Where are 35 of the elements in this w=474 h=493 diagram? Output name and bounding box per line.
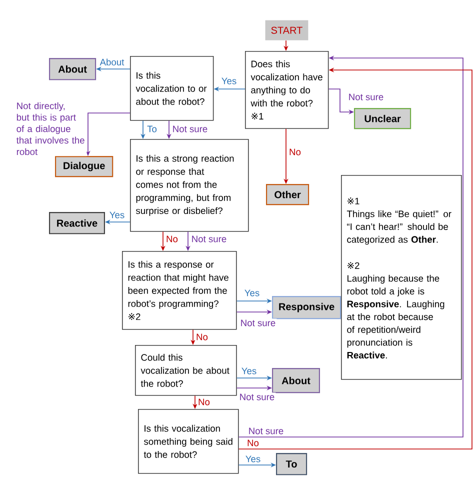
outcome-box: Responsive <box>272 296 342 320</box>
edge-label: Not sure <box>238 392 276 402</box>
edge-label: About <box>98 58 126 66</box>
edge-label: No <box>246 438 260 448</box>
edge-label: Not sure <box>347 92 385 102</box>
start-box: START <box>265 20 308 40</box>
outcome-box: Unclear <box>354 108 412 130</box>
edge-label: To <box>146 124 158 134</box>
edge-label: Yes <box>220 76 238 86</box>
outcome-box: Dialogue <box>55 156 114 178</box>
question-box: Is this a strong reaction or response that comes not from the programming, but from surprise or disbelief? <box>130 139 249 232</box>
outcome-box: About <box>49 58 96 80</box>
edge-label: Not sure <box>239 318 277 328</box>
edge-label: No <box>288 148 302 156</box>
edge-label: Yes <box>240 366 258 376</box>
edge-label: Not directly, but this is part of a dialogue that involves the robot <box>15 101 87 156</box>
outcome-box: To <box>276 453 308 476</box>
outcome-box: About <box>272 368 320 394</box>
note-box: ※1 Things like “Be quiet!” or “I can’t hear!” should be categorized as Other. ※2 Laughing because the robot told a joke is Responsive. Laughing at the robot because of repetition/weird pronunciation is Reactive. <box>341 175 462 380</box>
edge-label: Not sure <box>247 426 285 436</box>
question-box: Is this vocalization to or about the robot? <box>130 56 214 121</box>
question-box: Is this vocalization something being said to the robot? <box>138 409 239 474</box>
edge-label: No <box>194 332 210 342</box>
question-box: Is this a response or reaction that might have been expected from the robot’s programming? ※2 <box>122 251 237 330</box>
edge-label: No <box>164 234 180 244</box>
edge-label: Yes <box>244 454 262 464</box>
edge-label: Not sure <box>190 234 228 244</box>
question-box: Does this vocalization have anything to do with the robot? ※1 <box>245 51 329 129</box>
question-box: Could this vocalization be about the robot? <box>135 345 237 396</box>
outcome-box: Reactive <box>49 212 105 234</box>
edge-label: Yes <box>108 210 126 220</box>
edge-label: No <box>196 398 212 406</box>
edge-label: Not sure <box>171 124 209 134</box>
outcome-box: Other <box>266 184 310 206</box>
edge-label: Yes <box>243 288 261 298</box>
